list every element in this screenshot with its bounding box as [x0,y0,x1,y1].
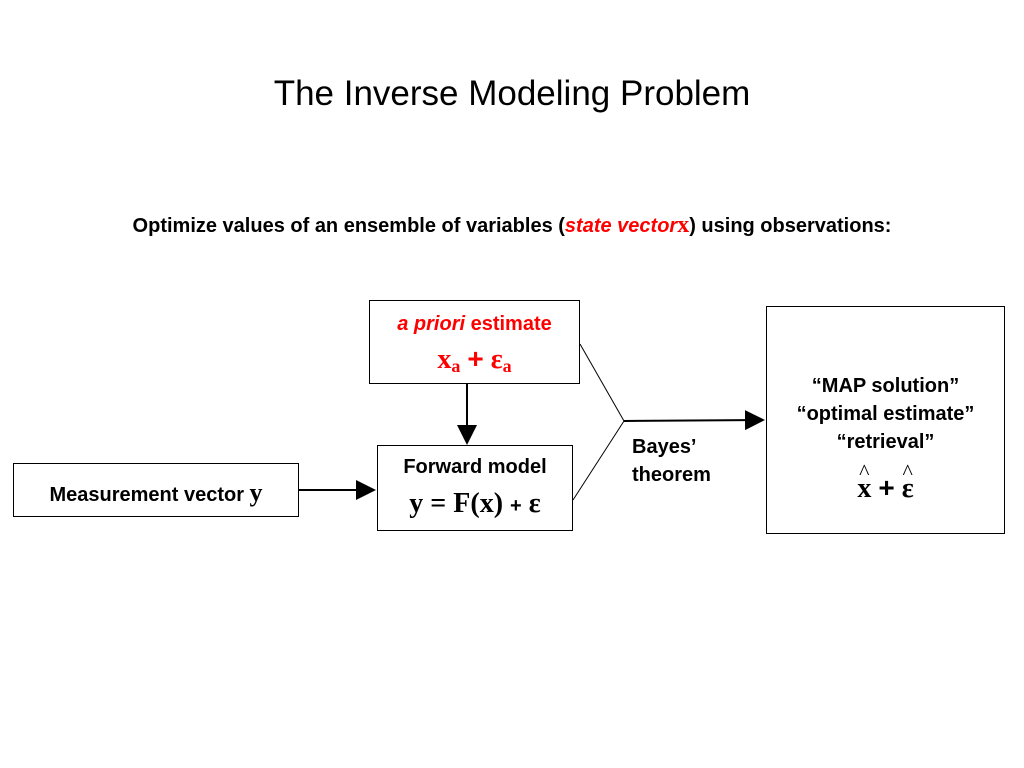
map-plus: + [878,472,895,503]
forward-y: y [409,488,424,519]
apriori-plus: + [467,343,484,374]
subtitle: Optimize values of an ensemble of variab… [0,212,1024,239]
subtitle-pre: Optimize values of an ensemble of variab… [132,215,565,237]
forward-model-box: Forward model y = F(x) + ε [377,445,573,531]
map-line1: “MAP solution” [811,375,960,397]
map-labels: “MAP solution” “optimal estimate” “retri… [767,372,1004,456]
map-x-hat: x [857,473,871,505]
forward-equals: = [430,488,447,519]
apriori-italic: a priori [397,313,466,335]
measurement-label: Measurement vector y [14,478,298,508]
bayes-theorem-label: Bayes’ theorem [632,433,711,489]
forward-eps: ε [528,488,541,519]
measurement-y: y [249,478,263,507]
apriori-estimate-box: a priori estimate xa + εa [369,300,580,384]
forward-plus: + [510,495,522,517]
apriori-equation: xa + εa [370,343,579,377]
apriori-label: a priori estimate [370,313,579,336]
bayes-line1: Bayes’ [632,436,697,458]
forward-F: F(x) [453,488,504,519]
map-equation: x + ε [767,472,1004,505]
line-apriori-to-bayes [579,343,625,422]
state-vector-label: state vector [564,215,678,237]
apriori-estimate-word: estimate [465,313,552,335]
apriori-x: x [437,344,452,375]
measurement-vector-box: Measurement vector y [13,463,299,517]
map-eps-hat: ε [902,473,914,505]
measurement-text: Measurement vector [49,484,250,506]
apriori-x-sub: a [451,356,461,376]
forward-model-label: Forward model [403,456,547,478]
map-line3: “retrieval” [836,431,935,453]
subtitle-post: ) using observations: [689,215,892,237]
map-solution-box: “MAP solution” “optimal estimate” “retri… [766,306,1005,534]
page-title: The Inverse Modeling Problem [273,74,751,113]
arrow-bayes-to-map [623,410,765,431]
apriori-eps-sub: a [502,356,512,376]
map-line2: “optimal estimate” [796,403,975,425]
forward-model-equation: y = F(x) + ε [378,488,572,520]
bayes-line2: theorem [632,464,711,486]
apriori-eps: ε [490,344,503,375]
state-vector-symbol: x [677,212,690,238]
line-forward-to-bayes [572,420,625,501]
